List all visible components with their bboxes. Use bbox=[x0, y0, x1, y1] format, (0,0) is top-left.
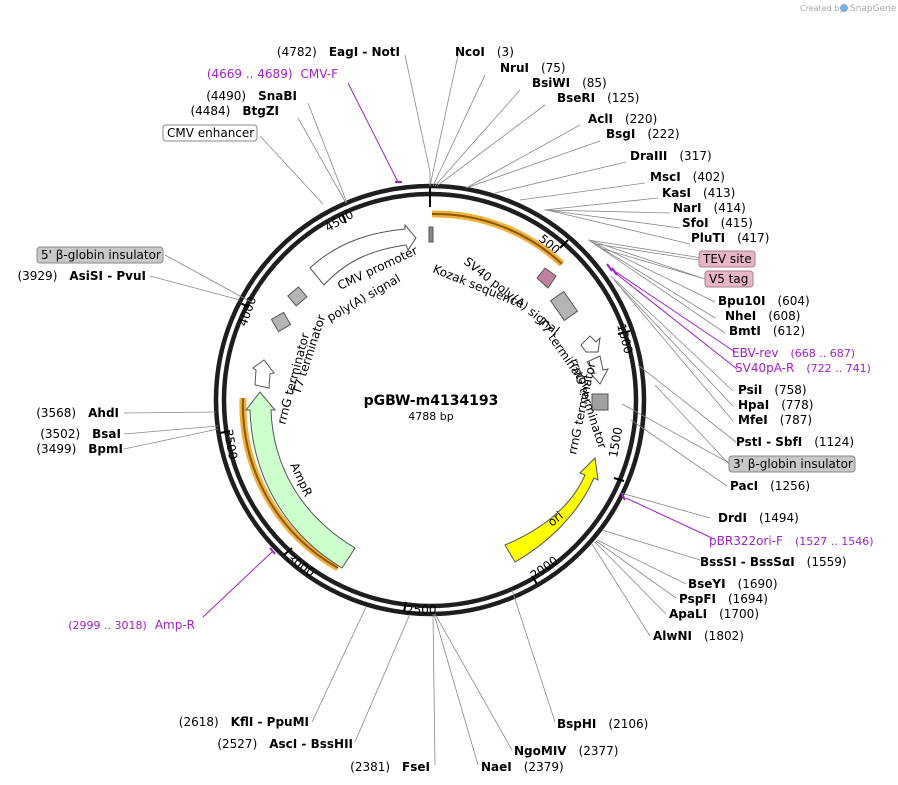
enzyme-label[interactable]: (3499)BpmI bbox=[36, 442, 123, 456]
enzyme-label[interactable]: BseYI(1690) bbox=[688, 577, 778, 591]
feature-box[interactable]: 5' β-globin insulator bbox=[36, 246, 164, 264]
credit-brand: SnapGene bbox=[850, 4, 897, 14]
feature-leader-lines bbox=[164, 135, 730, 465]
kozak-shape bbox=[428, 226, 434, 243]
enzyme-label[interactable]: BsiWI(85) bbox=[532, 76, 607, 90]
rrng-terminator-right-3-shape bbox=[591, 393, 609, 411]
primer-label[interactable]: EBV-rev(668 .. 687) bbox=[732, 346, 855, 360]
primer-markers bbox=[202, 82, 738, 618]
enzyme-label[interactable]: PluTI(417) bbox=[691, 231, 769, 245]
highlighted-segments bbox=[239, 210, 565, 572]
enzyme-label[interactable]: NruI(75) bbox=[500, 61, 566, 75]
enzyme-label[interactable]: NaeI(2379) bbox=[481, 760, 564, 774]
enzyme-label[interactable]: ApaLI(1700) bbox=[669, 607, 759, 621]
enzyme-label[interactable]: KasI(413) bbox=[662, 186, 735, 200]
enzyme-label[interactable]: PacI(1256) bbox=[730, 479, 810, 493]
ruler-label: 2000 bbox=[528, 553, 561, 582]
enzyme-label[interactable]: (2381)FseI bbox=[350, 760, 430, 774]
primer-label[interactable]: SV40pA-R(722 .. 741) bbox=[735, 361, 871, 375]
feature-box[interactable]: TEV site bbox=[698, 250, 756, 268]
enzyme-label[interactable]: DrdI(1494) bbox=[718, 511, 799, 525]
enzyme-label[interactable]: NgoMIV(2377) bbox=[514, 744, 618, 758]
boxed-feature-labels: CMV enhancer 5' β-globin insulator TEV s… bbox=[36, 124, 856, 473]
enzyme-label[interactable]: NarI(414) bbox=[673, 201, 746, 215]
enzyme-label[interactable]: NcoI(3) bbox=[455, 45, 514, 59]
primer-label[interactable]: pBR322ori-F(1527 .. 1546) bbox=[709, 534, 874, 548]
ruler-ticks bbox=[219, 187, 631, 613]
svg-text:V5 tag: V5 tag bbox=[709, 272, 748, 286]
enzyme-label[interactable]: (4484)BtgZI bbox=[190, 104, 279, 118]
enzyme-label[interactable]: (3568)AhdI bbox=[36, 406, 119, 420]
rrng-terminator-arrow-left bbox=[252, 359, 275, 389]
plasmid-title: pGBW-m4134193 4788 bp bbox=[364, 393, 499, 423]
svg-text:CMV enhancer: CMV enhancer bbox=[167, 126, 254, 140]
enzyme-label[interactable]: BsgI(222) bbox=[606, 127, 680, 141]
svg-text:TEV site: TEV site bbox=[702, 252, 752, 266]
cmv-promoter-arrow bbox=[309, 223, 417, 286]
enzyme-label[interactable]: BssSI - BssSαI(1559) bbox=[700, 555, 847, 569]
enzyme-label[interactable]: (3929)AsiSI - PvuI bbox=[17, 269, 146, 283]
enzyme-label[interactable]: SfoI(415) bbox=[682, 216, 753, 230]
ruler-label: 2500 bbox=[406, 603, 437, 617]
enzyme-label[interactable]: BspHI(2106) bbox=[557, 717, 648, 731]
feature-box[interactable]: CMV enhancer bbox=[162, 124, 258, 142]
enzyme-label[interactable]: (4782)EagI - NotI bbox=[277, 45, 400, 59]
enzyme-label[interactable]: (3502)BsaI bbox=[40, 427, 121, 441]
primer-labels: (4669 .. 4689)CMV-F EBV-rev(668 .. 687) … bbox=[68, 67, 873, 632]
enzyme-label[interactable]: PstI - SbfI(1124) bbox=[736, 435, 854, 449]
feature-shapes bbox=[244, 223, 609, 569]
ruler-label: 1500 bbox=[606, 426, 625, 459]
plasmid-name: pGBW-m4134193 bbox=[364, 393, 499, 409]
feature-box[interactable]: 3' β-globin insulator bbox=[728, 455, 856, 473]
snapgene-credit: Created by SnapGene bbox=[800, 4, 897, 14]
enzyme-label[interactable]: HpaI(778) bbox=[738, 398, 813, 412]
primer-label[interactable]: (2999 .. 3018)Amp-R bbox=[68, 618, 195, 632]
rrng-terminator-arrow-right-2 bbox=[586, 355, 609, 385]
t7-terminator-shape bbox=[270, 311, 292, 333]
rrng-terminator-arrow-right-1 bbox=[580, 335, 601, 353]
enzyme-label[interactable]: BseRI(125) bbox=[557, 91, 639, 105]
svg-text:3' β-globin insulator: 3' β-globin insulator bbox=[733, 457, 853, 471]
t7-terminator-right-shape bbox=[549, 290, 579, 322]
enzyme-label[interactable]: AclI(220) bbox=[588, 112, 657, 126]
enzyme-label[interactable]: MscI(402) bbox=[650, 170, 725, 184]
poly-a-signal-shape bbox=[287, 286, 308, 307]
sv40-poly-a-shape bbox=[536, 267, 557, 289]
enzyme-label[interactable]: (2527)AscI - BssHII bbox=[217, 737, 353, 751]
ampr-arrow bbox=[244, 391, 356, 569]
enzyme-leader-lines bbox=[123, 54, 737, 766]
enzyme-label[interactable]: (2618)KflI - PpuMI bbox=[179, 715, 309, 729]
svg-text:5' β-globin insulator: 5' β-globin insulator bbox=[41, 248, 161, 262]
snapgene-logo-icon bbox=[840, 4, 848, 12]
enzyme-label[interactable]: NheI(608) bbox=[725, 309, 800, 323]
primer-label[interactable]: (4669 .. 4689)CMV-F bbox=[207, 67, 338, 81]
enzyme-label[interactable]: BmtI(612) bbox=[729, 324, 805, 338]
feature-labels: CMV promoter poly(A) signal Kozak sequen… bbox=[274, 243, 609, 529]
credit-text: Created by bbox=[800, 4, 844, 13]
enzyme-label[interactable]: (4490)SnaBI bbox=[206, 89, 297, 103]
enzyme-label[interactable]: AlwNI(1802) bbox=[653, 629, 744, 643]
feature-box[interactable]: V5 tag bbox=[704, 270, 754, 288]
ori-arrow bbox=[504, 456, 599, 563]
enzyme-label[interactable]: DraIII(317) bbox=[630, 149, 712, 163]
plasmid-length: 4788 bp bbox=[408, 410, 453, 423]
ruler-label: 3500 bbox=[221, 428, 240, 461]
enzyme-label[interactable]: MfeI(787) bbox=[738, 413, 812, 427]
enzyme-labels: NcoI(3) NruI(75) BsiWI(85) BseRI(125) Ac… bbox=[17, 45, 854, 774]
enzyme-label[interactable]: PspFI(1694) bbox=[679, 592, 768, 606]
enzyme-label[interactable]: PsiI(758) bbox=[738, 383, 807, 397]
ruler-label: 3000 bbox=[284, 551, 317, 580]
enzyme-label[interactable]: Bpu10I(604) bbox=[718, 294, 810, 308]
